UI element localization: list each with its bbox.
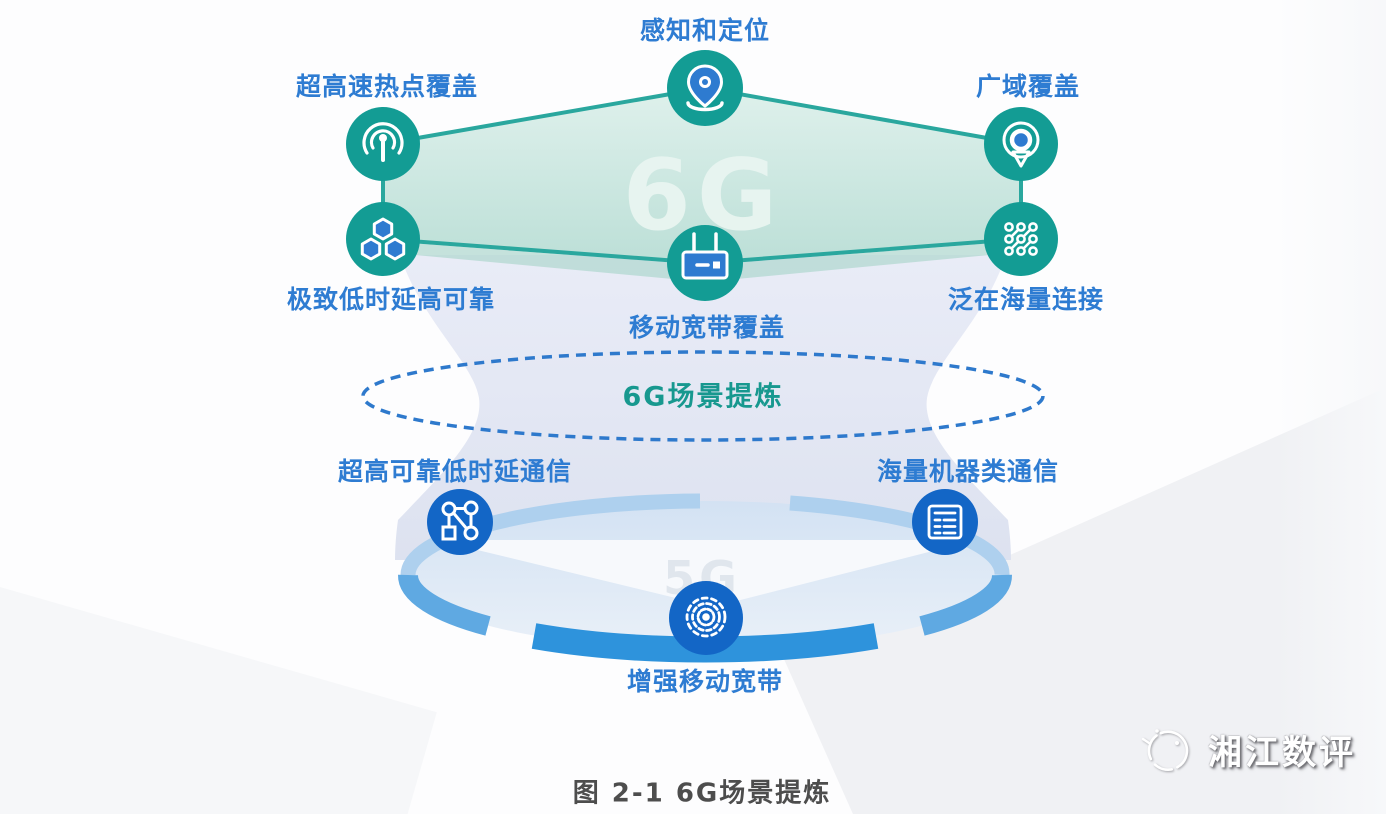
node-mmtc <box>912 489 978 555</box>
figure-caption: 图 2-1 6G场景提炼 <box>572 778 832 809</box>
node-low-latency <box>346 202 420 276</box>
label-mmtc: 海量机器类通信 <box>876 457 1060 486</box>
ring-arc-left <box>398 574 491 636</box>
linked-nodes-icon <box>441 500 479 541</box>
ring-inner-triangle <box>436 540 976 607</box>
node-sensing <box>667 50 743 126</box>
funnel-shape <box>395 255 1011 560</box>
label-embb: 增强移动宽带 <box>626 667 784 696</box>
watermark: 湘江数评 <box>1138 720 1356 778</box>
dot-matrix-icon <box>1004 222 1038 256</box>
hotspot-signal-icon <box>362 122 404 162</box>
wide-coverage-icon <box>1002 121 1040 168</box>
radial-dots-icon <box>685 596 727 638</box>
router-icon <box>681 232 729 280</box>
scene-dashed-ellipse <box>361 350 1045 442</box>
five-g-ring: 5G <box>398 493 1012 663</box>
node-massive-connect-circle <box>984 202 1058 276</box>
node-mmtc-circle <box>912 489 978 555</box>
label-massive-connect: 泛在海量连接 <box>947 285 1105 314</box>
watermark-text: 湘江数评 <box>1208 732 1356 773</box>
node-hotspot <box>346 107 420 181</box>
label-sensing: 感知和定位 <box>639 16 771 45</box>
label-urllc: 超高可靠低时延通信 <box>337 457 573 486</box>
node-embb <box>669 581 743 655</box>
label-wide-area: 广域覆盖 <box>975 72 1081 101</box>
spec-sheet-icon <box>927 504 963 540</box>
node-urllc <box>427 489 493 555</box>
location-pin-icon <box>686 64 724 112</box>
label-scene-center: 6G场景提炼 <box>622 381 784 413</box>
label-hotspot: 超高速热点覆盖 <box>295 72 479 101</box>
ring-arc-right <box>919 574 1012 636</box>
node-mobile-broadband <box>667 225 743 301</box>
node-wide-area <box>984 107 1058 181</box>
label-low-latency: 极致低时延高可靠 <box>286 285 496 314</box>
triple-hexagon-icon <box>360 217 406 261</box>
label-mobile-broadband: 移动宽带覆盖 <box>628 313 786 342</box>
sketch-circle-icon <box>1141 729 1189 772</box>
node-massive-connect <box>984 202 1058 276</box>
ring-arc-top-left <box>400 493 701 576</box>
